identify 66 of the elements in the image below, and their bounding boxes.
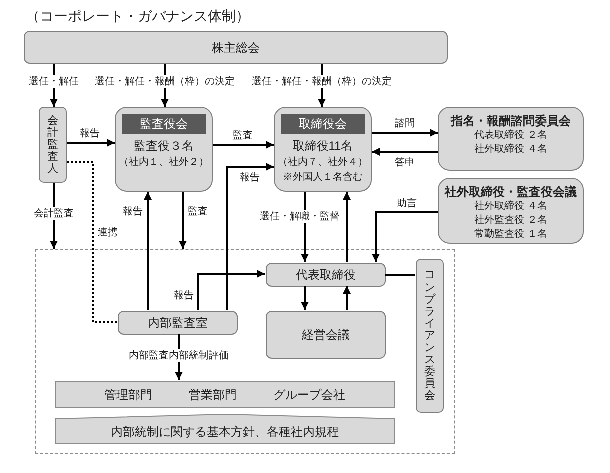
arrow: [213, 141, 274, 149]
edge-label: 諮問: [393, 118, 417, 130]
department-label: グループ会社: [274, 386, 346, 404]
committee-title: 指名・報酬諮問委員会: [451, 113, 571, 129]
edge-label: 選任・解任・報酬（枠）の決定: [250, 76, 394, 88]
node-label: 代表取締役: [296, 267, 356, 284]
edge-label: 選任・解任: [27, 76, 81, 88]
arrow: [226, 163, 274, 310]
dashed-region: [35, 249, 455, 454]
committee-box: [416, 259, 444, 413]
department-label: 管理部門: [104, 386, 152, 404]
node-label: 監査役３名: [133, 138, 195, 155]
member-label: 常勤監査役 １名: [474, 228, 548, 242]
diagram-title: （コーポレート・ガバナンス体制）: [26, 7, 250, 26]
vertical-label: コンプライアンス委員会: [424, 269, 436, 403]
edge-label: 連携: [96, 226, 120, 240]
committee-title: 社外取締役・監査役会議: [445, 184, 577, 200]
auditor-box: [39, 107, 67, 183]
process-box: [266, 263, 386, 287]
member-label: 社外監査役 ２名: [474, 214, 548, 228]
department-label: 営業部門: [188, 386, 237, 404]
edge-label: 報告: [172, 290, 196, 302]
edge-label: 選任・解職・監督: [258, 210, 342, 224]
committee-box: [438, 107, 584, 171]
edge-label: 報告: [78, 128, 102, 140]
edge-label: 内部監査内部統制評価: [127, 350, 231, 362]
edge-label: 報告: [121, 206, 145, 218]
edge-label: 助言: [395, 198, 419, 210]
board-box: [274, 107, 372, 192]
header-label: 監査役会: [122, 114, 206, 134]
process-box: [118, 311, 238, 335]
policy-band: [55, 414, 395, 444]
board-box: [115, 107, 213, 192]
edge-label: 報告: [238, 172, 262, 184]
member-label: 社外取締役 ４名: [474, 200, 548, 214]
dotted-connector: [67, 161, 117, 323]
node-label: 内部統制に関する基本方針、各種社内規程: [111, 424, 339, 440]
department-band: [55, 381, 395, 408]
arrow: [372, 129, 438, 137]
node-label: 取締役11名: [292, 138, 354, 155]
node-label: （社内１、社外２）: [118, 156, 210, 170]
arrow: [372, 148, 438, 156]
arrow: [343, 286, 351, 310]
member-label: 代表取締役 ２名: [474, 129, 548, 143]
header-label: 取締役会: [281, 114, 365, 134]
vertical-label: 会計監査人: [48, 114, 58, 176]
arrow: [343, 192, 351, 262]
node-label: （社内７、社外４）: [277, 156, 369, 170]
node-label: 経営会議: [302, 327, 350, 344]
node-label: ※外国人１名含む: [282, 170, 364, 185]
member-label: 社外取締役 ４名: [474, 143, 548, 157]
arrow: [301, 286, 309, 310]
edge-label: 選任・解任・報酬（枠）の決定: [93, 76, 237, 88]
node-label: 株主総会: [212, 40, 260, 56]
edge-label: 監査: [186, 206, 210, 218]
arrow: [67, 139, 115, 147]
arrow: [179, 192, 187, 249]
edge-label: 会計監査: [32, 208, 76, 220]
committee-box: [438, 178, 584, 244]
assembly-box: [24, 31, 448, 64]
process-box: [266, 311, 386, 359]
arrow: [144, 192, 152, 310]
arrow: [197, 270, 265, 310]
edge-label: 監査: [231, 130, 255, 142]
arrow: [372, 211, 438, 262]
node-label: 内部監査室: [148, 315, 208, 332]
